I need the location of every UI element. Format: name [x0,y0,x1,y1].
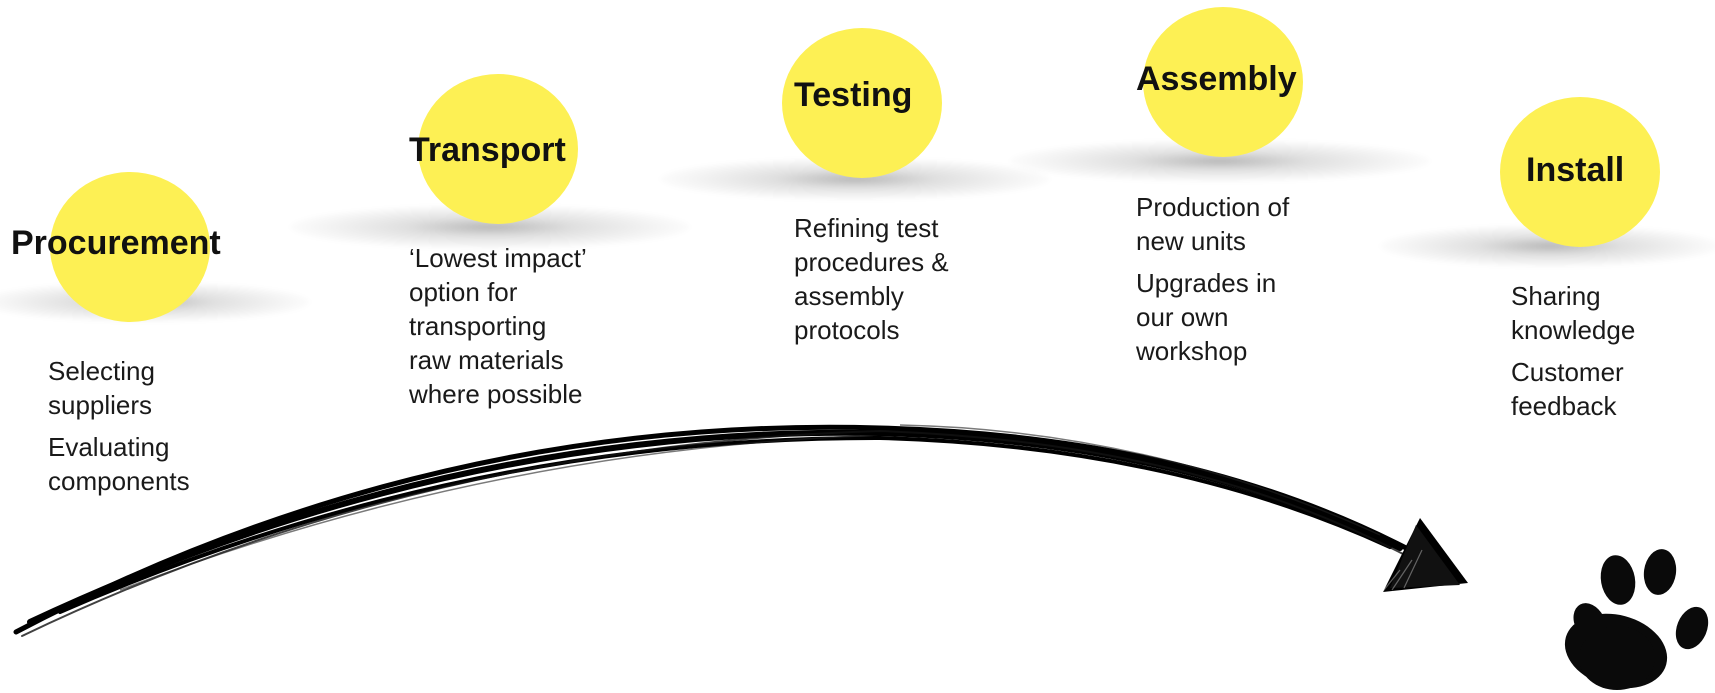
step-title-install: Install [1526,151,1625,189]
step-title-testing: Testing [794,76,913,114]
note-lowest-impact: ‘Lowest impact’ option for transporting … [409,243,587,409]
step-circle-assembly [1143,7,1303,157]
step-notes-install: Sharing knowledge Customer feedback [1511,279,1635,431]
step-circle-procurement [50,172,210,322]
arrow-stroke [13,424,1413,637]
note-selecting-suppliers: Selecting suppliers [48,356,155,420]
note-customer-feedback: Customer feedback [1511,357,1624,421]
step-notes-transport: ‘Lowest impact’ option for transporting … [409,241,587,419]
step-notes-assembly: Production of new units Upgrades in our … [1136,190,1289,376]
step-notes-testing: Refining test procedures & assembly prot… [794,211,949,355]
note-evaluating-components: Evaluating components [48,432,190,496]
step-title-transport: Transport [409,131,566,169]
note-refining-test: Refining test procedures & assembly prot… [794,213,949,345]
note-production: Production of new units [1136,192,1290,256]
step-circle-testing [782,28,942,178]
note-upgrades: Upgrades in our own workshop [1136,268,1277,366]
step-circle-install [1500,97,1660,247]
step-title-procurement: Procurement [11,224,221,262]
note-sharing-knowledge: Sharing knowledge [1511,281,1636,345]
arrow-head [1379,518,1468,596]
step-notes-procurement: Selecting suppliers Evaluating component… [48,354,190,506]
step-circle-transport [418,74,578,224]
step-title-assembly: Assembly [1136,60,1297,98]
